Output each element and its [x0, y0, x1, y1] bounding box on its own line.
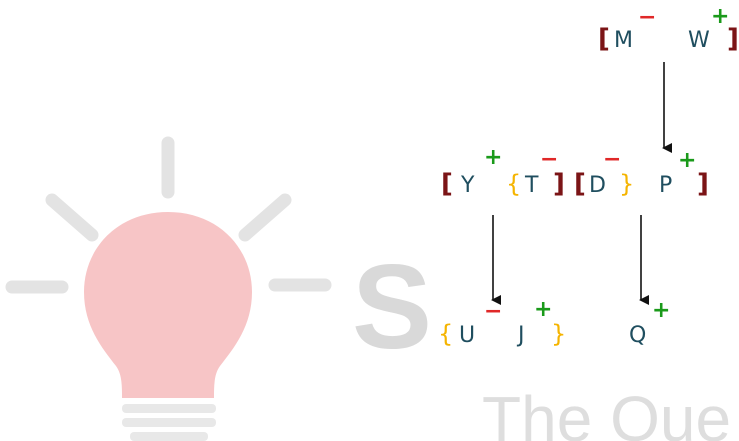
ion-Y-charge: +	[484, 145, 502, 170]
ion-Q: Q	[629, 323, 646, 348]
bottom-open-brace: {	[438, 320, 453, 348]
mid-right-close-brace: }	[619, 170, 634, 198]
middle-left-ion-group: [ Y + { T − ]	[441, 145, 565, 199]
ion-T: T	[524, 173, 539, 198]
ion-D-charge: −	[603, 147, 621, 172]
ion-M: M	[614, 28, 633, 53]
ion-Y: Y	[460, 173, 475, 198]
ion-U: U	[459, 323, 475, 348]
mid-left-close-bracket: ]	[553, 169, 565, 199]
ion-Q-charge: +	[652, 298, 670, 323]
watermark-tagline: The Que	[482, 383, 731, 441]
mid-left-open-brace: {	[506, 170, 521, 198]
top-ion-group: [ M − W + ]	[598, 4, 739, 54]
ion-U-charge: −	[484, 299, 502, 324]
bottom-close-brace: }	[551, 320, 566, 348]
ion-P-charge: +	[678, 148, 696, 173]
ion-W-charge: +	[711, 4, 729, 29]
mid-right-open-bracket: [	[574, 169, 586, 199]
ion-W: W	[688, 28, 710, 53]
top-close-bracket: ]	[727, 24, 739, 54]
ion-D: D	[589, 173, 606, 198]
ion-M-charge: −	[638, 5, 656, 30]
ion-T-charge: −	[540, 147, 558, 172]
ion-P: P	[659, 173, 672, 198]
lightbulb-icon	[84, 212, 252, 441]
top-open-bracket: [	[598, 24, 610, 54]
middle-right-ion-group: [ D − } P + ]	[574, 147, 709, 199]
mid-left-open-bracket: [	[441, 169, 453, 199]
watermark-letter: S	[352, 240, 432, 374]
mid-right-close-bracket: ]	[697, 169, 709, 199]
bottom-left-ion-group: { U − J + }	[438, 297, 566, 348]
ion-J-charge: +	[534, 297, 552, 322]
bulb-rays	[5, 136, 332, 294]
ion-J: J	[516, 323, 525, 348]
bottom-right-ion-group: Q +	[629, 298, 670, 348]
